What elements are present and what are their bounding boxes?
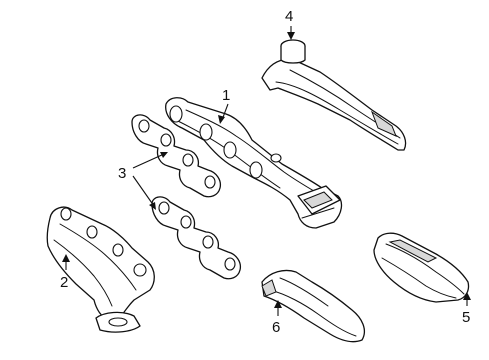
callout-3: 3 [118, 165, 126, 182]
callout-2: 2 [60, 274, 68, 291]
part-6-heat-shield-lower[interactable] [261, 269, 366, 343]
leader-6 [274, 300, 282, 316]
part-1-exhaust-manifold-right[interactable] [165, 97, 343, 229]
leader-3 [132, 152, 168, 210]
callout-1: 1 [222, 87, 230, 104]
callout-5: 5 [462, 309, 470, 326]
part-4-heat-shield-upper[interactable] [261, 39, 407, 151]
leader-5 [463, 292, 471, 306]
leader-1 [218, 103, 229, 124]
callout-4: 4 [285, 8, 293, 25]
part-5-heat-shield-right[interactable] [373, 232, 470, 303]
leader-2 [62, 254, 70, 270]
part-3-gasket-upper[interactable] [131, 114, 222, 198]
part-3-gasket-lower[interactable] [151, 196, 242, 280]
leader-4 [287, 26, 295, 40]
part-2-exhaust-manifold-left[interactable] [46, 206, 155, 333]
callout-6: 6 [272, 319, 280, 336]
